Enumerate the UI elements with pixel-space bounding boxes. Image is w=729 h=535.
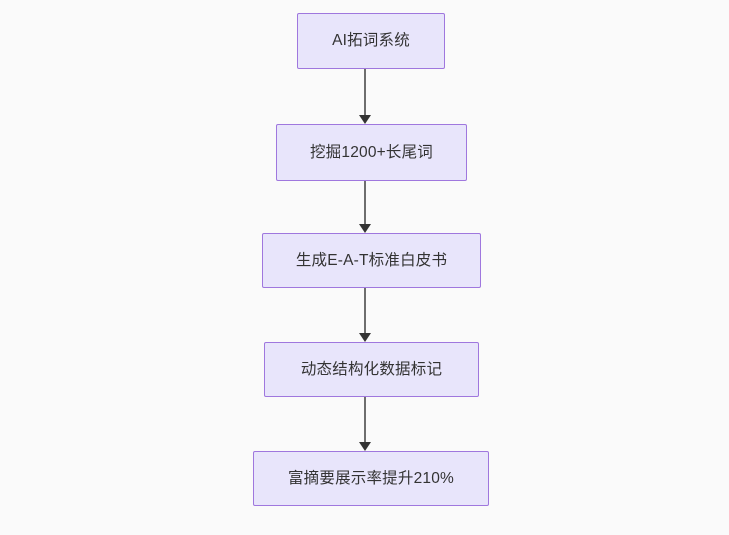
flow-node-n2[interactable]: 挖掘1200+长尾词 bbox=[276, 124, 467, 181]
arrowhead-down-icon bbox=[359, 333, 371, 342]
edge-line-icon bbox=[364, 181, 366, 225]
flow-edge-n1-to-n2 bbox=[359, 69, 371, 124]
flow-node-n3[interactable]: 生成E-A-T标准白皮书 bbox=[262, 233, 481, 288]
edge-line-icon bbox=[364, 397, 366, 443]
flow-node-n5[interactable]: 富摘要展示率提升210% bbox=[253, 451, 489, 506]
edge-line-icon bbox=[364, 69, 366, 116]
flow-edge-n3-to-n4 bbox=[359, 288, 371, 342]
flow-node-n1[interactable]: AI拓词系统 bbox=[297, 13, 445, 69]
flow-node-label: 富摘要展示率提升210% bbox=[287, 469, 455, 487]
flow-node-n4[interactable]: 动态结构化数据标记 bbox=[264, 342, 479, 397]
arrowhead-down-icon bbox=[359, 115, 371, 124]
arrowhead-down-icon bbox=[359, 224, 371, 233]
flow-node-label: 动态结构化数据标记 bbox=[300, 360, 443, 378]
flow-edge-n2-to-n3 bbox=[359, 181, 371, 233]
flow-node-label: 挖掘1200+长尾词 bbox=[309, 143, 434, 161]
arrowhead-down-icon bbox=[359, 442, 371, 451]
flow-node-label: AI拓词系统 bbox=[332, 32, 410, 50]
edge-line-icon bbox=[364, 288, 366, 334]
flow-node-label: 生成E-A-T标准白皮书 bbox=[295, 251, 448, 269]
flow-edge-n4-to-n5 bbox=[359, 397, 371, 451]
